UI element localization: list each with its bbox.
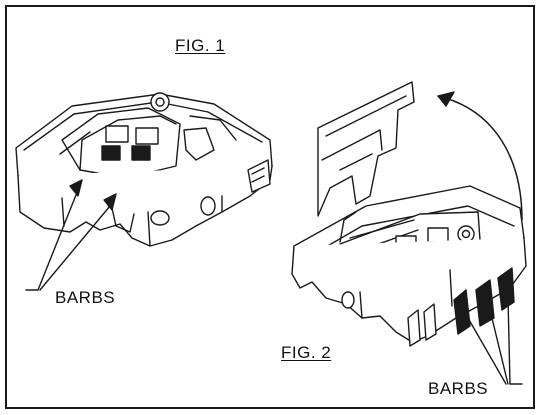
fig1-connector-block <box>15 92 273 291</box>
fig2-connector-open <box>291 81 527 385</box>
fig1-label: FIG. 1 <box>175 36 226 55</box>
fig2-label: FIG. 2 <box>281 343 332 362</box>
barbs-callout-left: BARBS <box>55 288 116 307</box>
barbs-callout-right: BARBS <box>428 379 489 398</box>
